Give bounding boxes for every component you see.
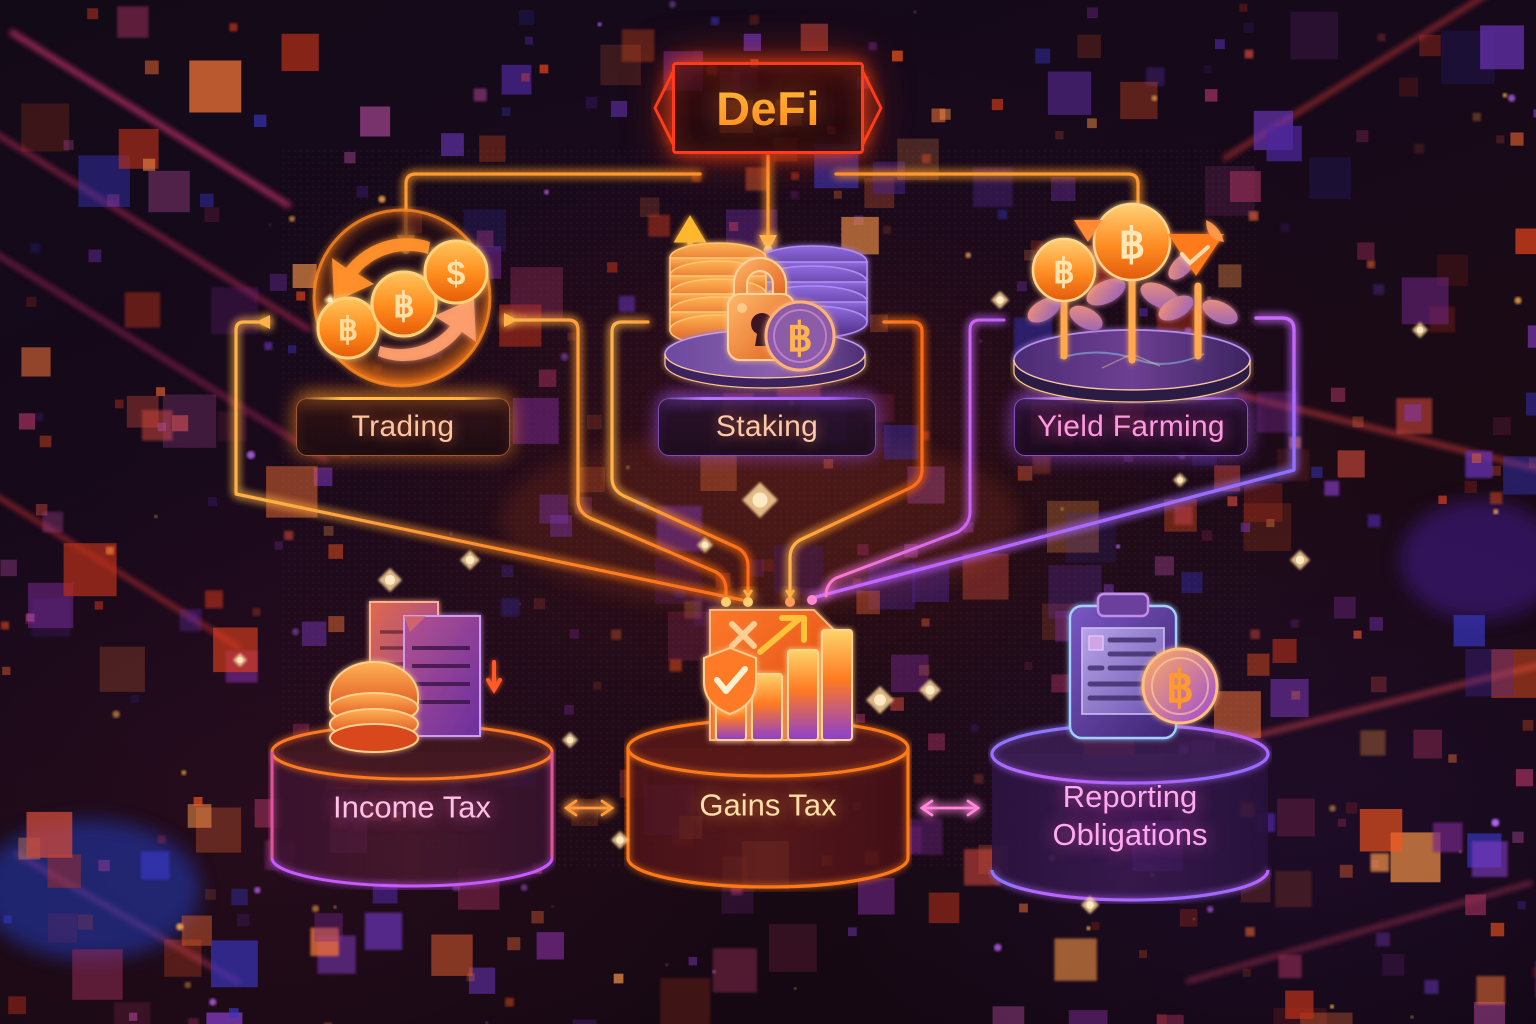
node-trading-label: Trading — [351, 410, 455, 443]
node-staking-label: Staking — [715, 410, 819, 443]
node-staking[interactable]: Staking — [658, 397, 876, 456]
svg-text:$: $ — [447, 255, 466, 293]
svg-text:฿: ฿ — [1119, 222, 1146, 268]
node-yield-farming-label: Yield Farming — [1037, 410, 1225, 443]
node-gains-tax-label: Gains Tax — [699, 787, 837, 823]
svg-text:฿: ฿ — [393, 288, 415, 325]
documents-coin-stack-icon — [329, 601, 502, 753]
growing-plants-coins-icon: ฿ ฿ — [1013, 202, 1251, 403]
svg-text:฿: ฿ — [1166, 663, 1194, 712]
banner-left-fin — [653, 71, 673, 145]
lock-coin-stack-icon: ฿ — [664, 215, 868, 389]
svg-text:฿: ฿ — [1053, 254, 1075, 291]
node-reporting-obligations[interactable]: Reporting Obligations — [988, 722, 1272, 904]
svg-text:฿: ฿ — [338, 311, 358, 347]
defi-label: DeFi — [672, 62, 864, 154]
node-yield-farming[interactable]: Yield Farming — [1014, 397, 1248, 456]
exchange-coins-icon: ฿ ฿ $ — [312, 208, 492, 388]
reporting-obligations-cylinder — [990, 723, 1270, 902]
node-defi[interactable]: DeFi — [653, 62, 883, 154]
node-reporting-obligations-label: Reporting Obligations — [1052, 779, 1208, 853]
clipboard-bitcoin-icon: ฿ — [1068, 592, 1219, 740]
node-income-tax-label: Income Tax — [333, 789, 491, 825]
node-income-tax[interactable]: Income Tax — [268, 722, 556, 890]
svg-text:฿: ฿ — [787, 315, 812, 360]
defi-box — [672, 62, 864, 154]
node-trading[interactable]: Trading — [296, 397, 510, 456]
banner-right-fin — [863, 71, 883, 145]
bar-chart-shield-icon — [703, 609, 853, 741]
